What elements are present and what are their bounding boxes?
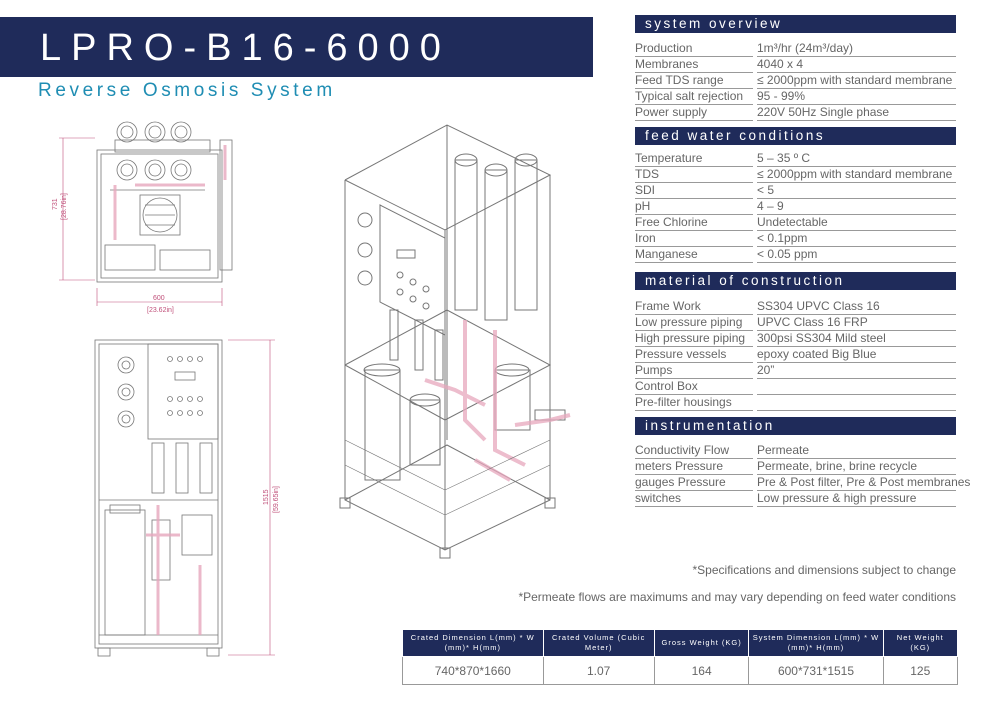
gross-weight-value: 164 [653,656,750,685]
crate-table: Crated Dimension L(mm) * W (mm)* H(mm) C… [402,629,959,685]
product-title: LPRO-B16-6000 [40,27,451,69]
top-width-label: 600 [153,295,165,302]
spec-row: TDS≤ 2000ppm with standard membrane [635,167,956,183]
crated-volume-header: Crated Volume (Cubic Meter) [542,629,655,657]
top-width-in-label: [23.62in] [147,307,174,314]
top-view-drawing: 731 [28.76in] 600 [23.62in] [52,121,233,314]
system-dimension-header: System Dimension L(mm) * W (mm)* H(mm) [748,629,884,657]
spec-row: Manganese< 0.05 ppm [635,247,956,263]
front-view-drawing: 1515 [59.65in] [94,339,280,657]
crate-table-row: 740*870*1660 1.07 164 600*731*1515 125 [402,656,959,685]
title-band: LPRO-B16-6000 [0,17,593,77]
top-height-in-label: [28.76in] [61,193,68,220]
spec-row: Pre-filter housings [635,395,956,411]
front-height-label: 1515 [263,489,270,505]
section-header: instrumentation [635,417,956,435]
permeate-flow-note: *Permeate flows are maximums and may var… [518,590,956,604]
section-header: material of construction [635,272,956,290]
spec-row: Iron< 0.1ppm [635,231,956,247]
section-header: feed water conditions [635,127,956,145]
crated-volume-value: 1.07 [542,656,655,685]
crate-table-header: Crated Dimension L(mm) * W (mm)* H(mm) C… [402,629,959,657]
spec-row: Feed TDS range≤ 2000ppm with standard me… [635,73,956,89]
system-dimension-value: 600*731*1515 [748,656,884,685]
spec-row: SDI< 5 [635,183,956,199]
product-subtitle: Reverse Osmosis System [38,80,336,101]
gross-weight-header: Gross Weight (KG) [653,629,750,657]
net-weight-header: Net Weight (KG) [882,629,959,657]
spec-row: Control Box [635,379,956,395]
isometric-drawing [339,124,571,559]
top-height-label: 731 [52,198,59,210]
front-height-in-label: [59.65in] [273,486,280,513]
section-header: system overview [635,15,956,33]
net-weight-value: 125 [882,656,959,685]
spec-change-note: *Specifications and dimensions subject t… [692,563,957,577]
crated-dimension-header: Crated Dimension L(mm) * W (mm)* H(mm) [402,629,544,657]
crated-dimension-value: 740*870*1660 [402,656,544,685]
